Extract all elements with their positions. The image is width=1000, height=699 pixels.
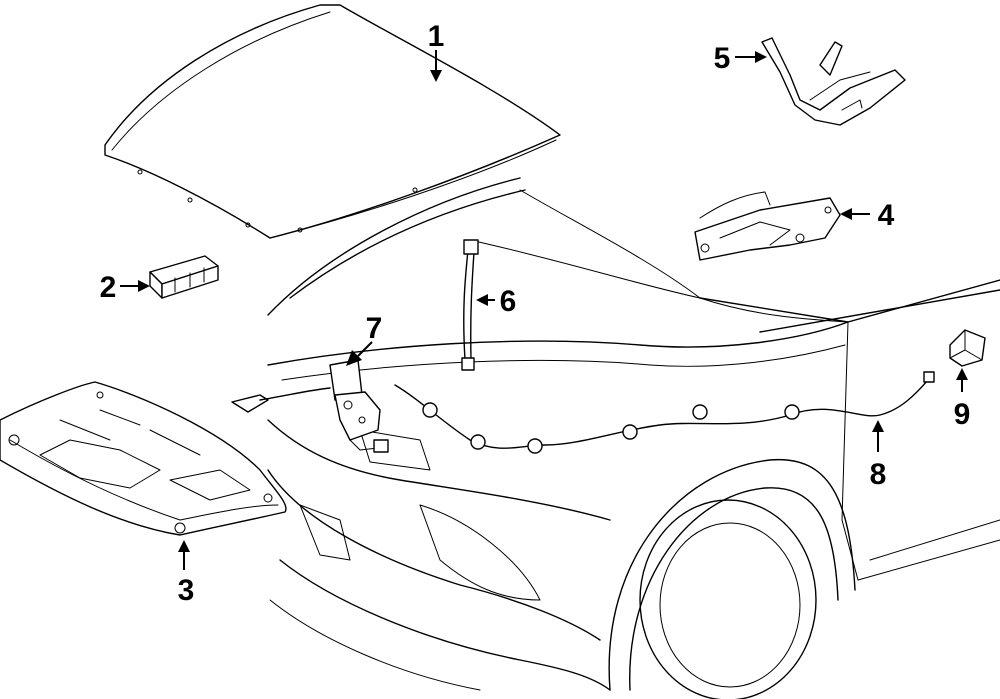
callout-9: 9 [954,398,971,431]
leader-lines [120,50,968,570]
callout-labels: 1 2 3 4 5 6 7 8 9 [100,20,971,607]
callout-4: 4 [878,199,895,232]
part-8-harness [394,371,935,454]
part-6-cable [461,239,479,371]
part-hood [104,4,561,239]
part-4-hood-lock [694,191,841,261]
callout-2: 2 [100,271,117,304]
callout-1: 1 [428,20,445,53]
part-2-block [149,255,219,299]
callout-7: 7 [366,312,383,345]
callout-6: 6 [500,285,517,318]
callout-8: 8 [870,458,887,491]
part-7-actuator [231,359,389,453]
part-5-bracket [761,37,906,126]
callout-3: 3 [178,574,195,607]
callout-5: 5 [714,42,731,75]
vehicle-body [267,177,1000,699]
part-3-under-cover [0,381,287,536]
part-9-sensor [949,329,986,367]
